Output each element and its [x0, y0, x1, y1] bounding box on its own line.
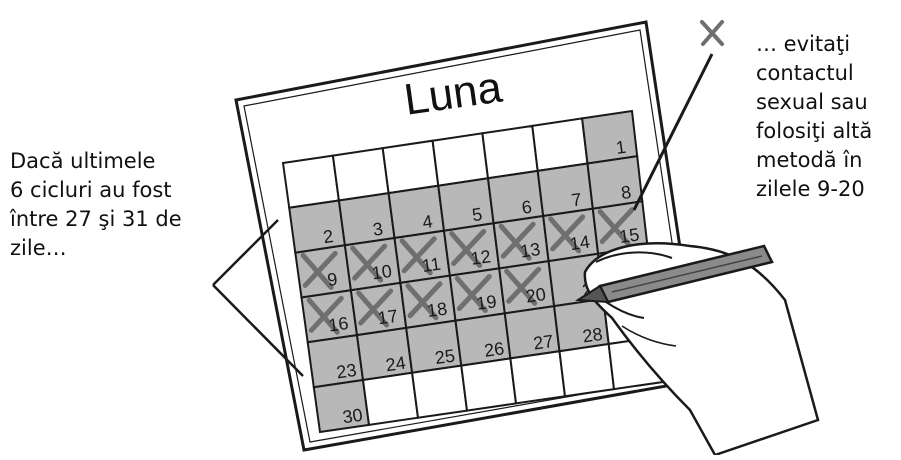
day-number: 28	[581, 324, 604, 347]
calendar-cell	[433, 133, 488, 185]
day-number: 16	[327, 313, 350, 336]
calendar-cell	[383, 141, 439, 193]
day-number: 17	[376, 306, 399, 329]
day-number: 13	[519, 239, 542, 262]
day-number: 19	[475, 291, 498, 314]
calendar-cell	[461, 358, 516, 410]
day-number: 26	[483, 338, 506, 361]
day-number: 11	[421, 254, 442, 276]
calendar-cell	[412, 366, 467, 418]
calendar-cell	[283, 156, 339, 208]
right-caption-line: contactul	[756, 59, 872, 88]
calendar-cell	[532, 118, 587, 170]
left-caption-line: 6 cicluri au fost	[10, 176, 182, 205]
right-caption-line: zilele 9-20	[756, 175, 872, 204]
day-number: 25	[434, 345, 457, 368]
calendar-cell	[389, 186, 444, 238]
right-caption-line: … evitaţi	[756, 30, 872, 59]
day-number: 27	[532, 331, 555, 354]
day-number: 10	[371, 261, 394, 284]
day-number: 24	[384, 353, 407, 376]
day-number: 30	[341, 405, 364, 428]
left-caption: Dacă ultimele 6 cicluri au fost între 27…	[10, 147, 182, 263]
calendar-cell	[488, 171, 543, 223]
day-number: 14	[569, 232, 592, 255]
left-caption-line: Dacă ultimele	[10, 147, 182, 176]
right-caption: … evitaţi contactul sexual sau folosiţi …	[756, 30, 872, 204]
day-number: 18	[426, 299, 449, 322]
calendar-cell	[333, 148, 389, 200]
calendar-cell	[510, 351, 565, 403]
left-caption-line: zile…	[10, 234, 182, 263]
calendar-cell	[339, 193, 395, 245]
left-caption-line: între 27 şi 31 de	[10, 205, 182, 234]
right-caption-line: folosiţi altă	[756, 117, 872, 146]
right-caption-line: sexual sau	[756, 88, 872, 117]
legend-cross-mark	[702, 22, 722, 44]
calendar-cell	[560, 344, 615, 396]
calendar-cell	[438, 178, 493, 230]
calendar-cell	[582, 111, 637, 164]
day-number: 20	[525, 284, 548, 307]
right-caption-line: metodă în	[756, 146, 872, 175]
calendar-cell	[289, 201, 345, 253]
day-number: 23	[335, 360, 358, 383]
day-number: 12	[470, 246, 493, 269]
calendar-cell	[588, 156, 643, 209]
calendar-cell	[482, 126, 537, 178]
calendar-cell	[538, 164, 593, 217]
calendar-cell	[363, 373, 418, 425]
